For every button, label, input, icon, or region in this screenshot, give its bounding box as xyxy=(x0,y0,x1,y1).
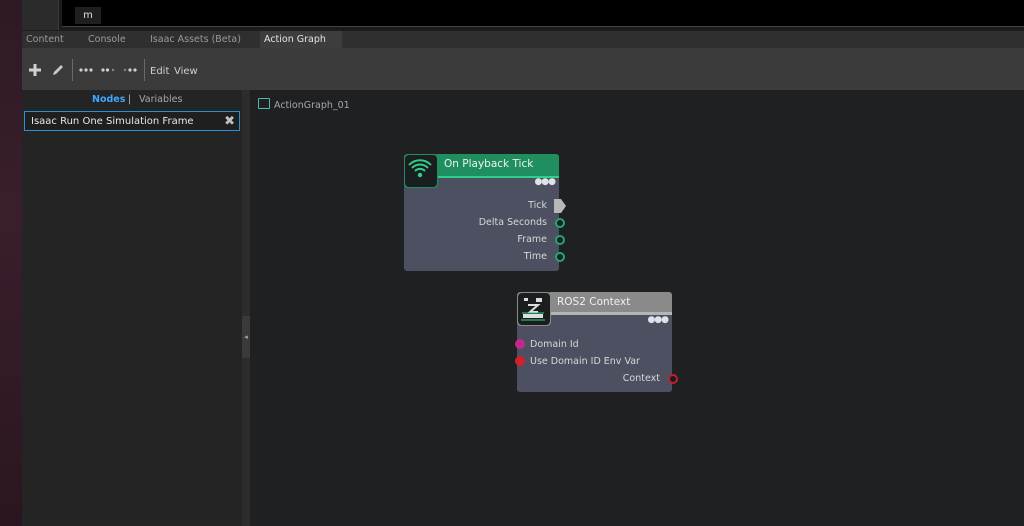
tab-separator: | xyxy=(128,94,132,105)
node-on-playback-tick[interactable]: On Playback Tick ●●● Tick Delta Seconds … xyxy=(404,154,566,271)
tab-bar: Content Console Isaac Assets (Beta) Acti… xyxy=(22,31,1024,48)
toolbar-divider xyxy=(144,59,145,81)
pencil-icon[interactable] xyxy=(51,63,65,80)
layout-dots-icon[interactable] xyxy=(101,64,115,78)
graph-breadcrumb[interactable]: ActionGraph_01 xyxy=(258,98,350,111)
wifi-signal-icon xyxy=(405,155,437,187)
node-header-underline xyxy=(551,312,672,315)
panel-tabs: Nodes | Variables xyxy=(22,94,242,108)
port-label: Domain Id xyxy=(530,339,579,350)
tab-content[interactable]: Content xyxy=(26,34,64,45)
port-frame[interactable] xyxy=(555,235,565,245)
view-menu[interactable]: View xyxy=(174,66,198,77)
port-label: Context xyxy=(622,373,660,384)
node-title: ROS2 Context xyxy=(557,296,631,308)
top-text-field[interactable] xyxy=(62,0,1024,27)
arrange-dots-icon[interactable] xyxy=(123,64,139,78)
ros2-icon xyxy=(518,293,550,325)
port-use-domain-id-env-var[interactable] xyxy=(515,356,525,366)
node-menu-icon[interactable]: ●●● xyxy=(647,315,669,325)
node-header-underline xyxy=(438,176,559,178)
background-desktop xyxy=(0,0,22,526)
exec-port-tick[interactable] xyxy=(554,199,566,216)
panel-splitter[interactable] xyxy=(242,90,250,526)
port-label: Delta Seconds xyxy=(478,217,547,228)
node-library-panel: Nodes | Variables Isaac Run One Simulati… xyxy=(22,90,242,526)
node-title: On Playback Tick xyxy=(444,158,534,170)
node-menu-icon[interactable]: ●●● xyxy=(534,177,556,187)
port-delta-seconds[interactable] xyxy=(555,218,565,228)
tab-isaac-assets[interactable]: Isaac Assets (Beta) xyxy=(150,34,241,45)
collapse-panel-icon[interactable]: ◂ xyxy=(242,316,250,358)
top-left-panel xyxy=(22,0,59,30)
port-label: Use Domain ID Env Var xyxy=(530,356,640,367)
more-dots-icon[interactable] xyxy=(79,64,93,78)
port-label: Frame xyxy=(517,234,547,245)
port-label: Time xyxy=(523,251,547,262)
port-context[interactable] xyxy=(668,374,678,384)
tab-console[interactable]: Console xyxy=(88,34,126,45)
graph-toolbar: Edit View xyxy=(22,48,1024,90)
node-header-bar xyxy=(550,292,672,312)
graph-icon xyxy=(258,98,270,109)
graph-canvas[interactable]: ActionGraph_01 On Playback Tick ●●● Tick… xyxy=(250,90,1024,526)
port-label: Tick xyxy=(528,200,547,211)
node-search-input[interactable]: Isaac Run One Simulation Frame ✖ xyxy=(24,111,240,131)
clear-search-icon[interactable]: ✖ xyxy=(224,114,235,129)
tab-variables[interactable]: Variables xyxy=(139,94,183,105)
toolbar-divider xyxy=(72,59,73,81)
search-value[interactable]: Isaac Run One Simulation Frame xyxy=(31,116,194,127)
tab-action-graph[interactable]: Action Graph xyxy=(260,31,342,48)
edit-menu[interactable]: Edit xyxy=(150,66,170,77)
node-header-bar xyxy=(437,154,559,176)
port-domain-id[interactable] xyxy=(515,339,525,349)
port-time[interactable] xyxy=(555,252,565,262)
node-ros2-context[interactable]: ROS2 Context ●●● Domain Id Use Domain ID… xyxy=(515,292,678,392)
top-field-value[interactable]: m xyxy=(75,7,101,24)
plus-icon[interactable] xyxy=(28,63,42,80)
tab-nodes[interactable]: Nodes xyxy=(92,94,126,105)
graph-title: ActionGraph_01 xyxy=(274,100,350,111)
